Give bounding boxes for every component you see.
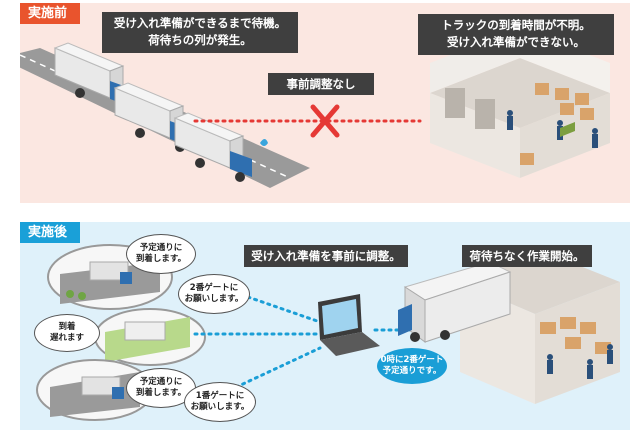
bubble-on-schedule-1: 予定通りに 到着します。 [126, 234, 196, 274]
bubble-line: 予定通りです。 [382, 366, 442, 376]
warehouse-icon [430, 28, 610, 178]
warehouse-start-callout: 荷待ちなく作業開始。 [462, 245, 592, 267]
bubble-line: 予定通りに [139, 243, 183, 253]
bubble-on-schedule-2: 予定通りに 到着します。 [126, 368, 196, 408]
callout-line: 荷待ちの列が発生。 [148, 33, 252, 47]
truck-icon [398, 261, 512, 343]
truck-icon [173, 112, 252, 182]
bubble-line: 0時に2番ゲート [380, 355, 444, 365]
x-mark-icon [310, 104, 340, 138]
callout-line: 受け入れ準備ができない。 [447, 35, 585, 49]
bubble-line: 1番ゲートに [195, 391, 245, 401]
bubble-line: 予定通りに [139, 377, 183, 387]
before-tag: 実施前 [20, 3, 80, 24]
truck-scene-icon [94, 308, 206, 366]
bubble-line: 遅れます [49, 333, 84, 343]
dotted-connector [228, 346, 322, 392]
before-illustration [20, 28, 610, 188]
bubble-gate-schedule-note: 0時に2番ゲート 予定通りです。 [377, 348, 447, 384]
laptop-callout: 受け入れ準備を事前に調整。 [244, 245, 408, 267]
no-coordination-label: 事前調整なし [268, 73, 374, 95]
truck-scene-icon [36, 359, 154, 421]
callout-line: トラックの到着時間が不明。 [441, 18, 591, 32]
after-tag: 実施後 [20, 222, 80, 243]
bubble-line: 2番ゲートに [189, 283, 239, 293]
laptop-icon [318, 294, 380, 356]
dotted-connector [246, 295, 322, 324]
bubble-line: お願いします。 [190, 402, 250, 412]
callout-line: 受け入れ準備ができるまで待機。 [113, 16, 287, 30]
after-illustration [36, 244, 620, 421]
warehouse-icon [460, 252, 620, 404]
bubble-delayed: 到着 遅れます [34, 314, 100, 352]
bubble-line: お願いします。 [184, 294, 244, 304]
sweat-icon [260, 139, 268, 146]
bubble-line: 到着 [58, 322, 76, 332]
after-panel: 実施後 [20, 222, 630, 430]
before-panel: 実施前 [20, 3, 630, 203]
bubble-line: 到着します。 [135, 254, 187, 264]
bubble-line: 到着します。 [135, 388, 187, 398]
warehouse-problem-callout: トラックの到着時間が不明。 受け入れ準備ができない。 [418, 14, 614, 55]
truck-waiting-callout: 受け入れ準備ができるまで待機。 荷待ちの列が発生。 [102, 12, 298, 53]
bubble-gate-1: 1番ゲートに お願いします。 [184, 382, 256, 422]
bubble-gate-2: 2番ゲートに お願いします。 [178, 274, 250, 314]
